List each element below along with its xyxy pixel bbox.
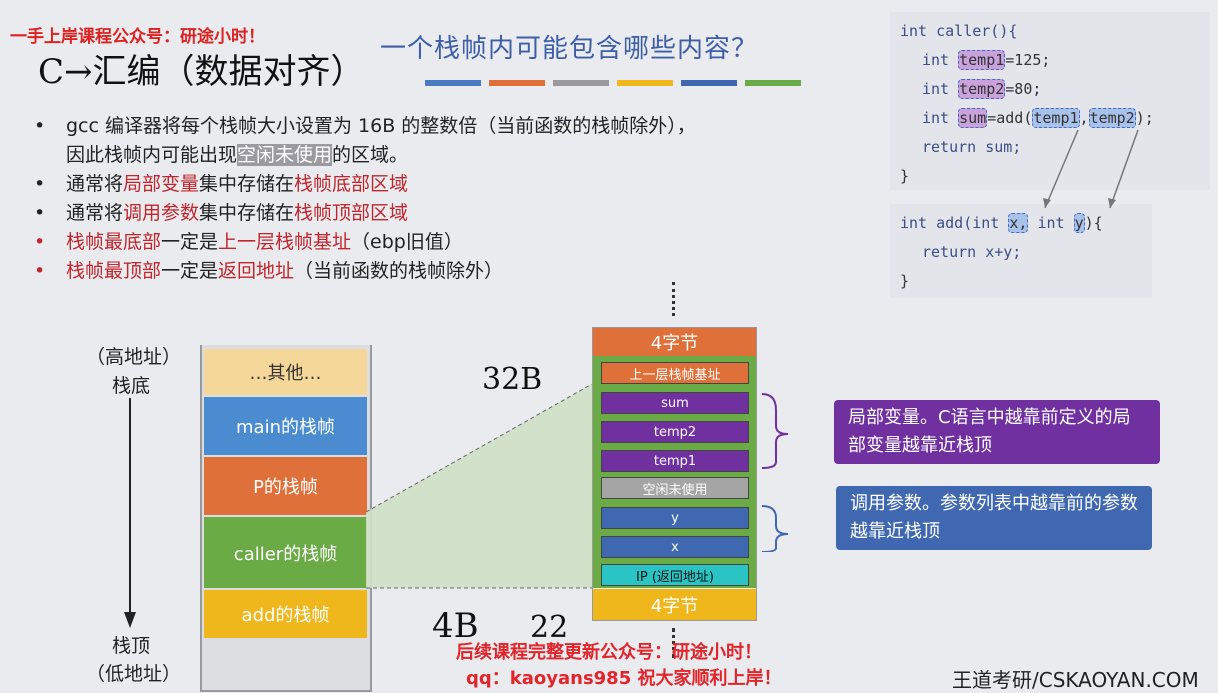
block-y: y [601, 507, 749, 529]
param-arrows [1043, 129, 1139, 209]
handwritten-32b: 32B [482, 362, 543, 397]
ellipsis-top [672, 282, 679, 316]
code-caller: int caller(){ int temp1=125; int temp2=8… [890, 12, 1210, 190]
code-add: int add(int x, int y){ return x+y; } [890, 204, 1152, 298]
bullet-1-cont: 因此栈帧内可能出现空闲未使用的区域。 [66, 144, 409, 166]
code-line: return x+y; [922, 243, 1022, 261]
frame-p: P的栈帧 [204, 457, 367, 515]
bullet-1: •gcc 编译器将每个栈帧大小设置为 16B 的整数倍（当前函数的栈帧除外）， [34, 115, 696, 137]
color-bar-orange [489, 80, 545, 86]
bullet-list: •gcc 编译器将每个栈帧大小设置为 16B 的整数倍（当前函数的栈帧除外）， … [32, 112, 852, 286]
frame-other: …其他… [204, 349, 367, 395]
ellipsis-bottom [672, 628, 679, 658]
color-bar-yellow [617, 80, 673, 86]
bullet-5: •栈帧最顶部一定是返回地址（当前函数的栈帧除外） [34, 260, 504, 282]
color-bar-navy [681, 80, 737, 86]
block-temp1: temp1 [601, 450, 749, 472]
low-address-label: （低地址） [86, 663, 182, 685]
right-stack: 4字节 上一层栈帧基址 sum temp2 temp1 空闲未使用 y x IP… [592, 327, 757, 621]
block-sum: sum [601, 392, 749, 414]
frame-caller: caller的栈帧 [204, 517, 367, 588]
code-line: int sum=add(temp1,temp2); [922, 108, 1154, 128]
block-return-address: IP (返回地址) [601, 564, 749, 586]
code-line: return sum; [922, 138, 1022, 156]
projection-area [366, 384, 593, 589]
code-line: int caller(){ [900, 22, 1018, 40]
color-bar-gray [553, 80, 609, 86]
block-temp2: temp2 [601, 421, 749, 443]
handwritten-2: 22 [530, 610, 569, 645]
down-arrow [124, 398, 136, 628]
block-x: x [601, 536, 749, 558]
bullet-3: •通常将调用参数集中存储在栈帧顶部区域 [34, 202, 409, 224]
color-bar-blue [425, 80, 481, 86]
code-line: int temp1=125; [922, 50, 1051, 70]
frame-main: main的栈帧 [204, 397, 367, 455]
watermark-top: 一手上岸课程公众号：研途小时！ [10, 27, 265, 47]
block-unused: 空闲未使用 [601, 477, 749, 499]
code-line: } [900, 272, 910, 290]
left-stack: …其他… main的栈帧 P的栈帧 caller的栈帧 add的栈帧 [200, 345, 372, 692]
frame-add: add的栈帧 [204, 590, 367, 638]
color-bar-green [745, 80, 801, 86]
code-line: int temp2=80; [922, 79, 1042, 99]
code-line: } [900, 167, 910, 185]
handwritten-annotation-top: C→汇编（数据对齐） [38, 52, 365, 92]
brand-logo-text: 王道考研/CSKAOYAN.COM [952, 668, 1199, 692]
bullet-2: •通常将局部变量集中存储在栈帧底部区域 [34, 173, 409, 195]
code-line: int add(int x, int y){ [900, 213, 1103, 233]
bullet-4: •栈帧最底部一定是上一层栈帧基址（ebp旧值） [34, 231, 463, 253]
stack-top-label: 栈顶 [112, 635, 151, 657]
page-title: 一个栈帧内可能包含哪些内容？ [380, 34, 759, 64]
stack-bottom-label: 栈底 [112, 375, 151, 397]
watermark-bottom-1: 后续课程完整更新公众号：研途小时！ [456, 642, 762, 663]
block-top-4bytes: 4字节 [593, 328, 756, 356]
callout-local-vars: 局部变量。C语言中越靠前定义的局部变量越靠近栈顶 [834, 400, 1160, 464]
braces [761, 393, 789, 552]
handwritten-4b: 4B [432, 606, 479, 646]
callout-params: 调用参数。参数列表中越靠前的参数越靠近栈顶 [836, 486, 1152, 550]
high-address-label: （高地址） [86, 346, 182, 368]
watermark-bottom-2: qq：kaoyans985 祝大家顺利上岸！ [466, 668, 782, 689]
block-prev-frame-base: 上一层栈帧基址 [601, 362, 749, 384]
block-bottom-4bytes: 4字节 [593, 589, 756, 620]
